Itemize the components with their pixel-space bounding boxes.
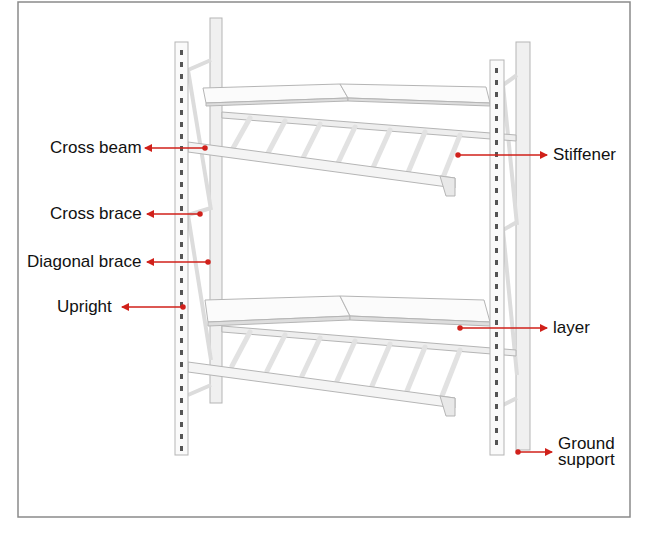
upright-hole <box>495 356 498 361</box>
upright-hole <box>180 338 183 343</box>
frame-border <box>18 2 630 517</box>
upright-hole <box>495 320 498 325</box>
rack <box>175 18 530 455</box>
upright-hole <box>180 98 183 103</box>
upright-hole <box>180 434 183 439</box>
part-label: Cross brace <box>50 204 142 224</box>
part-label: Diagonal brace <box>27 252 141 272</box>
upright-hole <box>495 164 498 169</box>
upright-hole <box>180 110 183 115</box>
upright-hole <box>495 404 498 409</box>
upright-hole <box>180 218 183 223</box>
upright-hole <box>180 62 183 67</box>
upright-hole <box>495 92 498 97</box>
upright-hole <box>180 194 183 199</box>
upright-hole <box>180 386 183 391</box>
upright-hole <box>180 254 183 259</box>
upright-hole <box>495 212 498 217</box>
upright-hole <box>495 428 498 433</box>
upright-hole <box>180 314 183 319</box>
upright-hole <box>495 236 498 241</box>
upright-hole <box>495 296 498 301</box>
upright-hole <box>180 290 183 295</box>
upright-holes <box>180 50 498 451</box>
upright-hole <box>180 266 183 271</box>
upright-hole <box>180 182 183 187</box>
leader-lines <box>122 146 552 454</box>
upright-hole <box>180 134 183 139</box>
upright-hole <box>495 440 498 445</box>
upright-hole <box>180 158 183 163</box>
upright-hole <box>495 116 498 121</box>
upright-hole <box>495 248 498 253</box>
upright-hole <box>495 272 498 277</box>
upright-hole <box>180 122 183 127</box>
upright-hole <box>495 68 498 73</box>
upright-hole <box>495 188 498 193</box>
upright-hole <box>180 278 183 283</box>
upright-hole <box>180 326 183 331</box>
upright-hole <box>180 242 183 247</box>
part-label: Ground support <box>558 436 632 468</box>
part-label: Upright <box>57 297 112 317</box>
upright-hole <box>495 416 498 421</box>
upright-hole <box>495 368 498 373</box>
upright-hole <box>180 50 183 55</box>
upright-hole <box>495 260 498 265</box>
upright-hole <box>495 308 498 313</box>
upright-hole <box>180 230 183 235</box>
upright-hole <box>495 380 498 385</box>
upright-hole <box>495 284 498 289</box>
upright-hole <box>495 140 498 145</box>
upright-hole <box>180 74 183 79</box>
upright-hole <box>180 410 183 415</box>
part-label: Stiffener <box>553 145 616 165</box>
upright-hole <box>180 422 183 427</box>
upright-hole <box>495 128 498 133</box>
part-label: Cross beam <box>50 138 142 158</box>
upright-hole <box>495 176 498 181</box>
upright-hole <box>180 170 183 175</box>
upright-hole <box>495 200 498 205</box>
upright-hole <box>180 86 183 91</box>
upright-hole <box>180 446 183 451</box>
upright-hole <box>180 350 183 355</box>
upright-hole <box>495 80 498 85</box>
upright-hole <box>180 362 183 367</box>
upright-hole <box>180 206 183 211</box>
upright-hole <box>495 104 498 109</box>
upright-hole <box>180 398 183 403</box>
upright-hole <box>495 392 498 397</box>
upright-hole <box>495 224 498 229</box>
part-label: layer <box>553 318 590 338</box>
upright-hole <box>180 374 183 379</box>
upright-hole <box>495 344 498 349</box>
upright-hole <box>495 332 498 337</box>
